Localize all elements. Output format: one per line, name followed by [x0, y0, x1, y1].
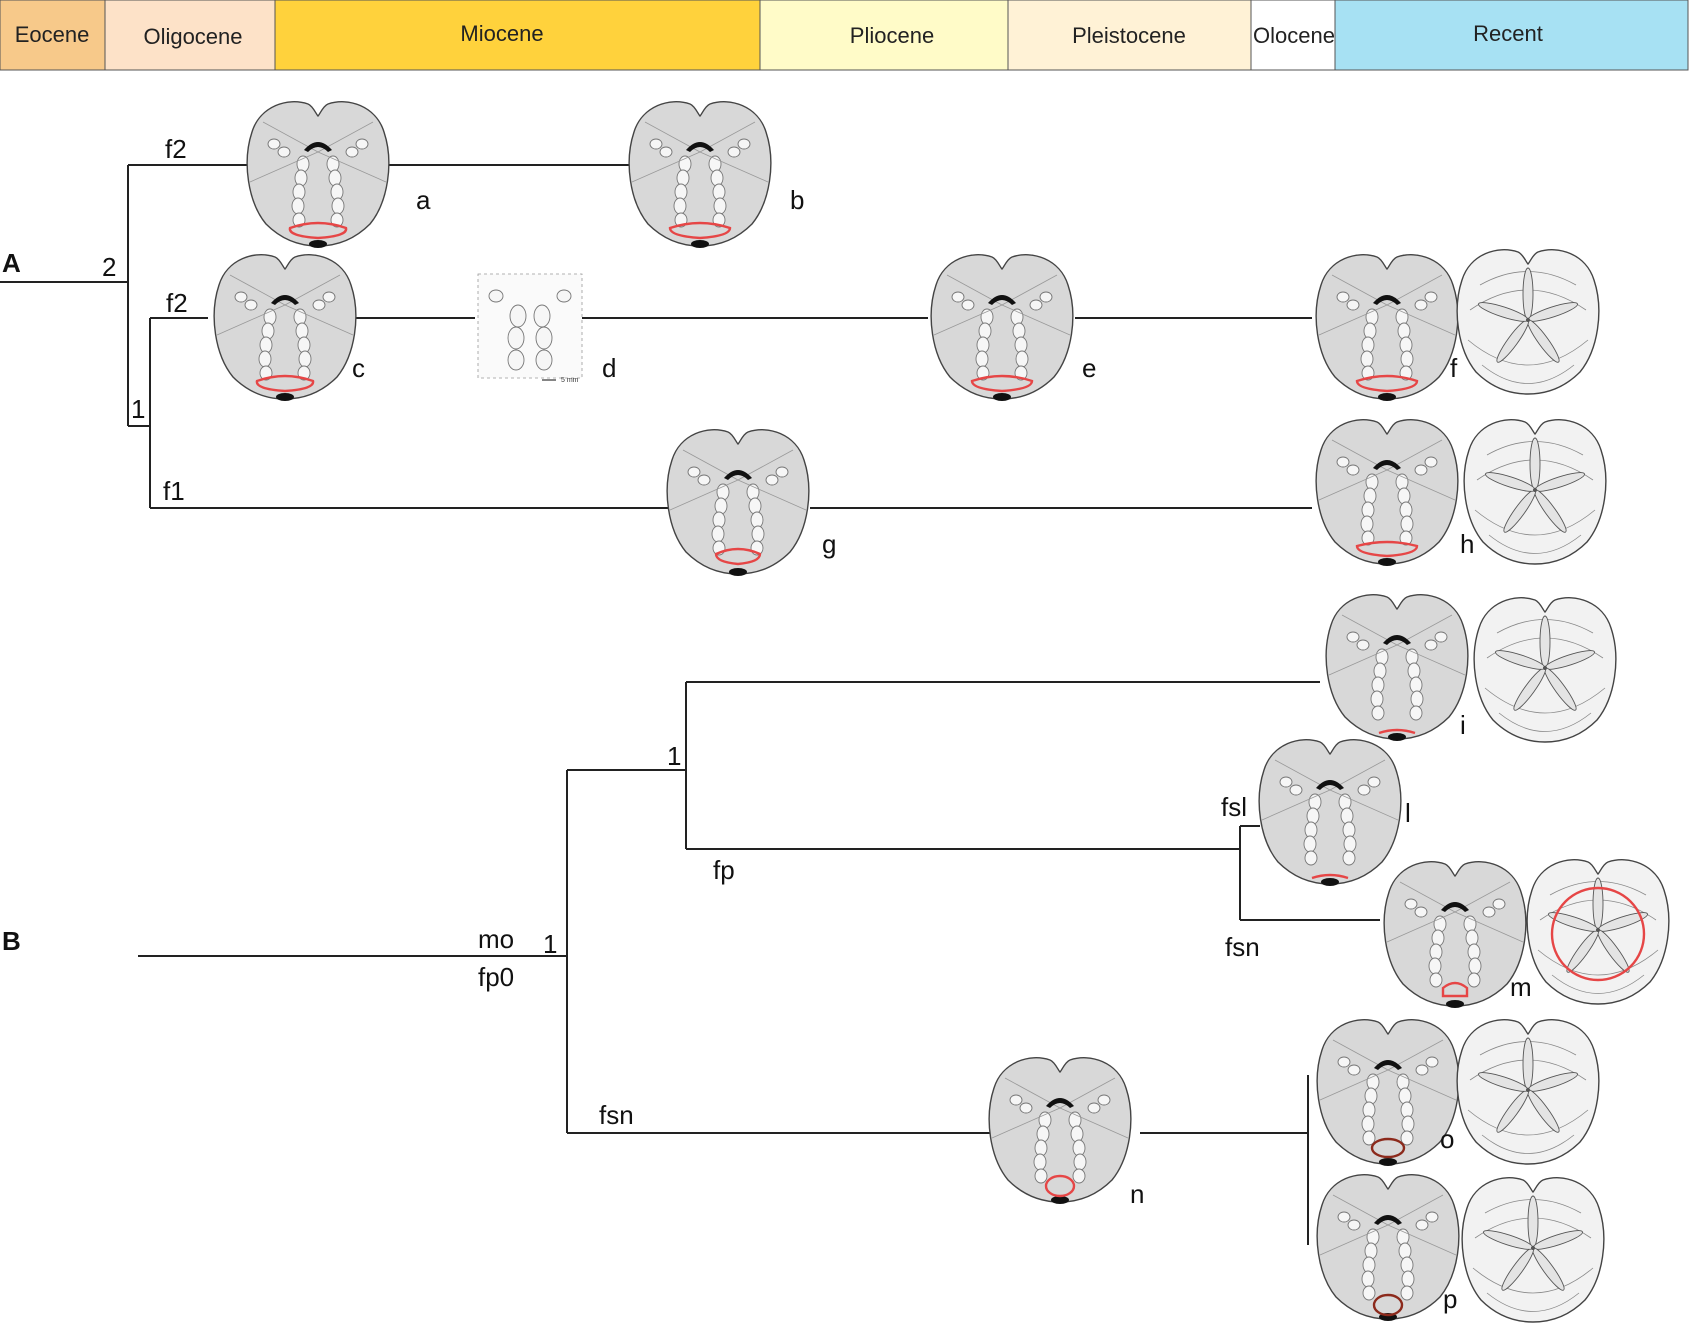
period-label-oligocene: Oligocene	[143, 24, 242, 49]
period-pleistocene	[1007, 0, 1252, 71]
node-support-a-inner: 1	[131, 394, 145, 424]
specimen-h-aboral	[1463, 419, 1607, 565]
specimen-g-oral	[666, 429, 810, 577]
specimen-b-oral	[628, 101, 772, 249]
specimen-i-oral	[1325, 594, 1469, 742]
node-state-b-root-top: mo	[478, 924, 514, 954]
tree-b-branches	[138, 681, 1380, 1245]
node-support-b-root: 1	[543, 929, 557, 959]
specimen-f-oral	[1315, 254, 1459, 402]
specimen-e-oral	[930, 254, 1074, 402]
specimen-label-e: e	[1082, 353, 1096, 383]
specimen-p-oral	[1316, 1174, 1460, 1322]
branch-label-b-fsl: fsl	[1221, 792, 1247, 822]
period-label-eocene: Eocene	[15, 22, 90, 47]
specimen-o-oral	[1316, 1019, 1460, 1167]
section-label-b: B	[2, 926, 21, 956]
specimen-l-oral	[1258, 739, 1402, 887]
branch-label-b-fsn-upper: fsn	[1225, 932, 1260, 962]
node-support-b-upper: 1	[667, 741, 681, 771]
specimen-a-oral	[246, 101, 390, 249]
specimen-i-aboral	[1473, 597, 1617, 743]
specimen-o-aboral	[1456, 1019, 1600, 1165]
period-label-pliocene: Pliocene	[850, 23, 934, 48]
specimen-label-h: h	[1460, 529, 1474, 559]
specimen-m-oral	[1383, 861, 1527, 1009]
timescale-band: Eocene Oligocene Miocene Pliocene Pleist…	[0, 0, 1689, 71]
scale-bar-label: 5 mm	[561, 377, 579, 384]
period-label-olocene: Olocene	[1253, 23, 1335, 48]
specimen-label-d: d	[602, 353, 616, 383]
node-state-b-root-bottom: fp0	[478, 962, 514, 992]
specimen-h-oral	[1315, 419, 1459, 567]
tree-a-branches	[0, 164, 1312, 509]
specimen-label-o: o	[1440, 1124, 1454, 1154]
node-support-a-root: 2	[102, 252, 116, 282]
specimen-n-oral	[988, 1057, 1132, 1205]
specimen-f-aboral	[1456, 249, 1600, 395]
specimen-label-n: n	[1130, 1179, 1144, 1209]
branch-label-a-low: f1	[163, 476, 185, 506]
specimen-label-a: a	[416, 185, 431, 215]
period-eocene	[0, 0, 106, 71]
specimen-label-l: l	[1405, 798, 1411, 828]
specimen-m-aboral	[1526, 859, 1670, 1005]
specimen-label-m: m	[1510, 972, 1532, 1002]
specimen-p-aboral	[1461, 1177, 1605, 1323]
period-label-pleistocene: Pleistocene	[1072, 23, 1186, 48]
specimen-c-oral	[213, 254, 357, 402]
section-label-a: A	[2, 248, 21, 278]
specimen-d-fragment	[477, 273, 583, 381]
branch-label-b-fp: fp	[713, 855, 735, 885]
period-recent	[1334, 0, 1689, 71]
period-oligocene	[104, 0, 276, 71]
period-label-miocene: Miocene	[460, 21, 543, 46]
branch-label-b-fsn-lower: fsn	[599, 1100, 634, 1130]
specimen-label-c: c	[352, 353, 365, 383]
specimen-label-i: i	[1460, 710, 1466, 740]
specimen-label-f: f	[1450, 353, 1458, 383]
specimen-label-b: b	[790, 185, 804, 215]
period-pliocene	[759, 0, 1009, 71]
branch-label-a-mid: f2	[166, 288, 188, 318]
specimen-label-p: p	[1443, 1284, 1457, 1314]
specimen-label-g: g	[822, 529, 836, 559]
branch-label-a-top: f2	[165, 134, 187, 164]
period-label-recent: Recent	[1473, 21, 1543, 46]
